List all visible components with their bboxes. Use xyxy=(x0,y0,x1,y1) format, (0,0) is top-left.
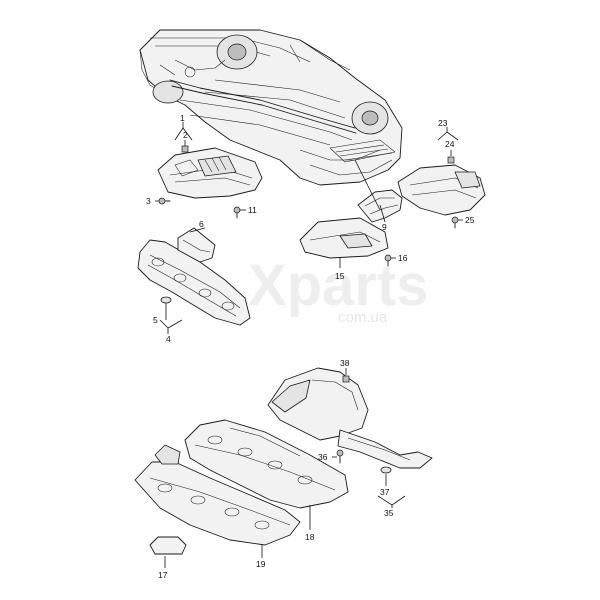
callout-38: 38 xyxy=(340,358,350,368)
leader-lines xyxy=(155,122,463,568)
part-4-side-panel xyxy=(137,239,251,326)
callout-3: 3 xyxy=(146,196,151,206)
callout-18: 18 xyxy=(305,532,315,542)
part-18-floor-panel xyxy=(184,419,349,509)
screw-25 xyxy=(451,216,459,229)
callout-35: 35 xyxy=(384,508,394,518)
part-6-bracket xyxy=(177,227,216,263)
callout-9: 9 xyxy=(382,222,387,232)
part-15-tray xyxy=(299,217,389,259)
screw-11 xyxy=(233,206,241,219)
callout-1: 1 xyxy=(180,113,185,123)
callout-24: 24 xyxy=(445,139,455,149)
vehicle-underbody xyxy=(139,29,403,186)
callout-15: 15 xyxy=(335,271,345,281)
part-19-lower-panel xyxy=(134,444,301,546)
callout-16: 16 xyxy=(398,253,408,263)
callout-6: 6 xyxy=(199,219,204,229)
watermark-domain: com.ua xyxy=(338,309,388,326)
part-35-rear-shield xyxy=(267,367,433,469)
watermark-brand: Xparts xyxy=(248,253,429,318)
screw-16 xyxy=(384,254,392,267)
callout-2: 2 xyxy=(183,130,188,140)
washer-37 xyxy=(380,466,392,474)
clip-2 xyxy=(181,145,189,153)
callout-19: 19 xyxy=(256,559,266,569)
clip-24 xyxy=(447,156,455,164)
callout-4: 4 xyxy=(166,334,171,344)
callout-5: 5 xyxy=(153,315,158,325)
callout-17: 17 xyxy=(158,570,168,580)
washer-5 xyxy=(160,296,172,304)
watermark: Xparts com.ua xyxy=(248,253,429,326)
callout-37: 37 xyxy=(380,487,390,497)
part-23-rear-undertray xyxy=(397,164,486,216)
callout-11: 11 xyxy=(248,205,257,215)
clip-38 xyxy=(342,375,350,383)
callout-labels: 1 2 3 4 5 6 9 11 15 16 17 18 19 23 24 25… xyxy=(146,113,475,580)
screw-3 xyxy=(158,197,171,205)
part-17-pad xyxy=(149,536,187,555)
callout-36: 36 xyxy=(318,452,328,462)
screw-36 xyxy=(336,449,344,464)
part-1-engine-undertray xyxy=(157,147,263,199)
callout-23: 23 xyxy=(438,118,448,128)
callout-25: 25 xyxy=(465,215,475,225)
